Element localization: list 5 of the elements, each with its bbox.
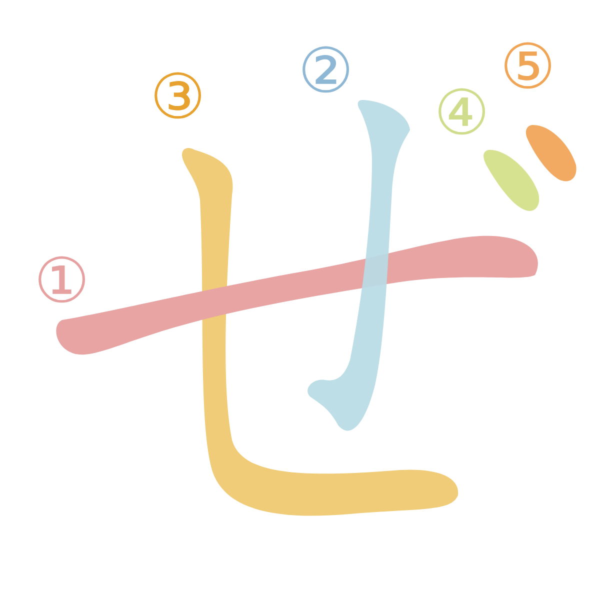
callout-number: ③ (150, 66, 206, 128)
callout-number: ② (298, 40, 354, 102)
callout-number: ⑤ (500, 36, 556, 98)
callout-number: ④ (434, 82, 490, 144)
callout-number: ① (34, 250, 90, 312)
